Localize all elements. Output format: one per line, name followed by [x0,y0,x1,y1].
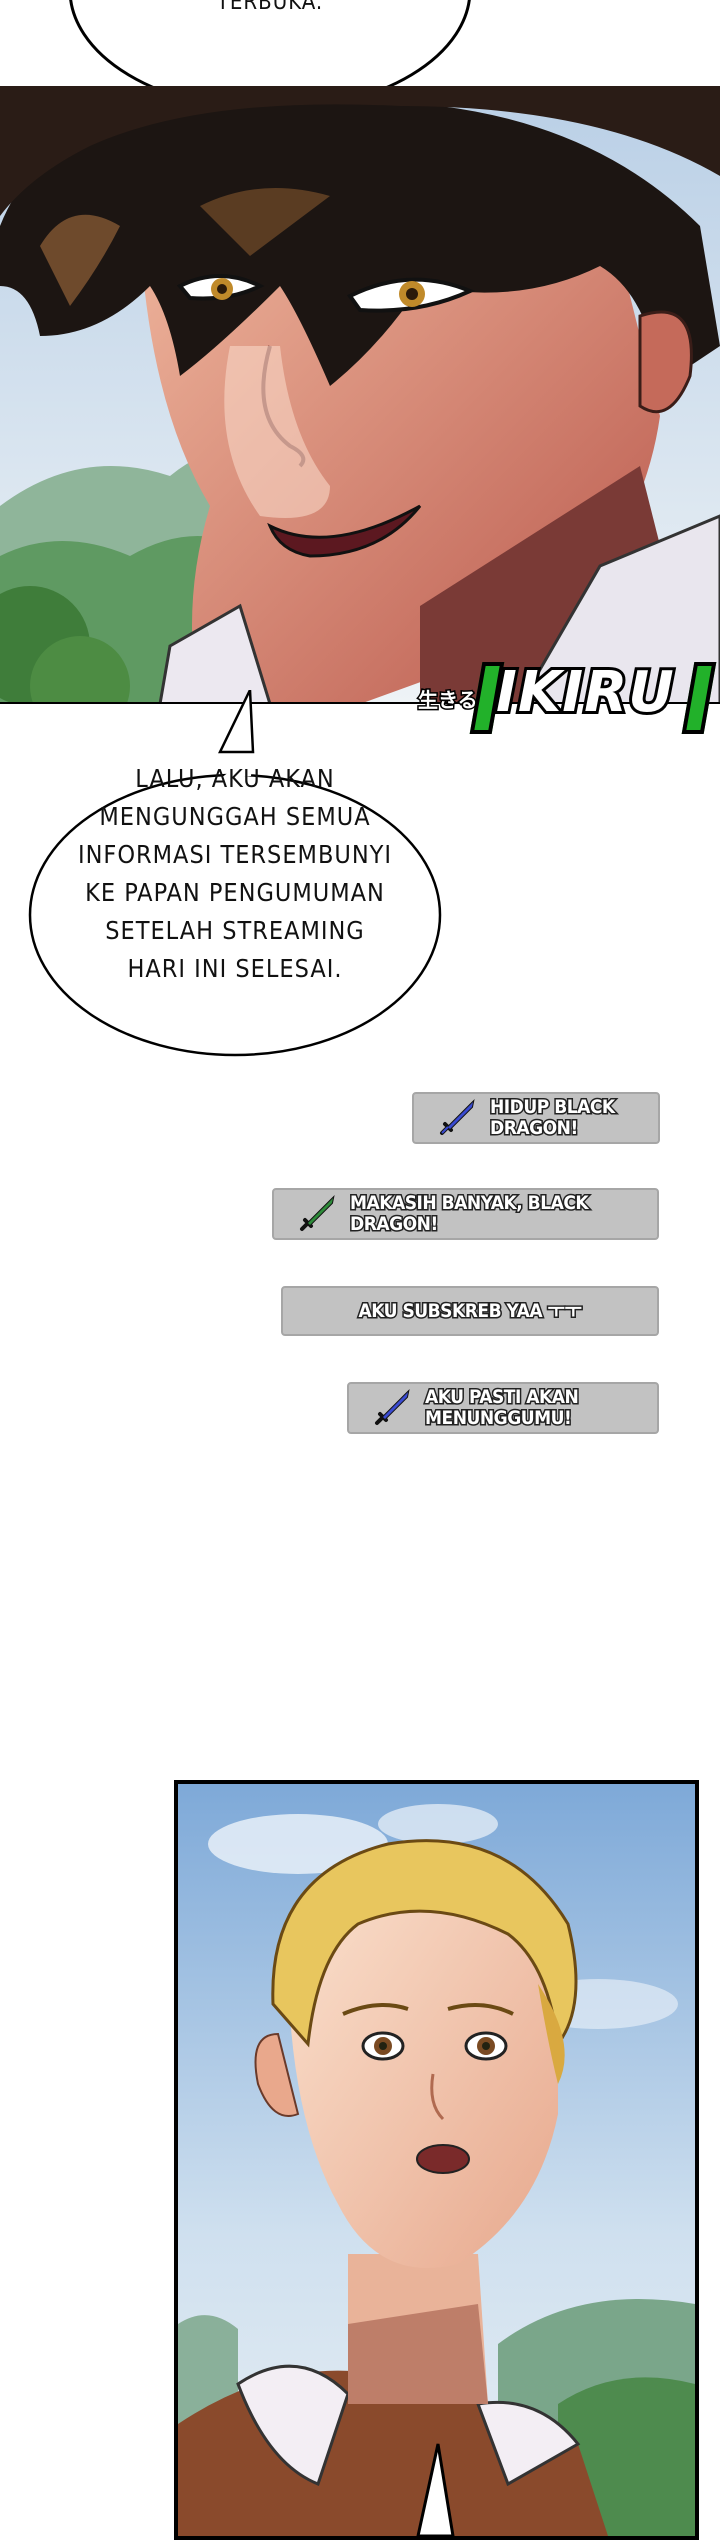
speech-line: SETELAH STREAMING [105,916,365,945]
watermark-bar-right [681,662,717,734]
chat-line: DRAGON! [489,1116,580,1140]
speech-line: MENGUNGGAH SEMUA [99,802,371,831]
speech-line: HARI INI SELESAI. [127,954,343,983]
sword-icon [375,1388,410,1425]
speech-bubble-middle [28,690,442,1057]
comic-panel-1 [0,86,720,704]
chat-message: MAKASIH BANYAK, BLACK DRAGON! [272,1188,659,1240]
speech-line: KE PAPAN PENGUMUMAN [85,878,385,907]
watermark-main-text: IKIRU [493,657,677,728]
watermark-small-text: 生きる [417,687,480,714]
sword-icon [300,1194,335,1231]
speech-line: INFORMASI TERSEMBUNYI [77,840,393,869]
chat-message-text: HIDUP BLACK DRAGON! [489,1095,617,1140]
chat-message-text: AKU SUBSKREB YAA ㅜㅜ [357,1299,583,1323]
speech-bubble-top-text: TERBUKA. [216,0,324,15]
speech-bubble-middle-text: LALU, AKU AKAN MENGUNGGAH SEMUA INFORMAS… [60,760,410,988]
chat-message: HIDUP BLACK DRAGON! [412,1092,660,1144]
sword-icon [440,1098,475,1135]
chat-message-text: AKU PASTI AKAN MENUNGGUMU! [423,1385,580,1430]
chat-message: AKU PASTI AKAN MENUNGGUMU! [347,1382,659,1434]
chat-line: HIDUP BLACK [489,1095,617,1119]
chat-message-text: MAKASIH BANYAK, BLACK DRAGON! [348,1191,590,1236]
chat-line: AKU PASTI AKAN [423,1385,580,1409]
watermark-logo: 生きる IKIRU [417,652,718,734]
chat-line: MAKASIH BANYAK, BLACK [348,1191,590,1215]
comic-panel-2 [174,1780,699,2540]
chat-line: MENUNGGUMU! [423,1406,573,1430]
chat-line: DRAGON! [348,1212,439,1236]
chat-message: AKU SUBSKREB YAA ㅜㅜ [281,1286,659,1336]
speech-line: LALU, AKU AKAN [135,764,335,793]
chat-line: AKU SUBSKREB YAA ㅜㅜ [357,1299,583,1323]
